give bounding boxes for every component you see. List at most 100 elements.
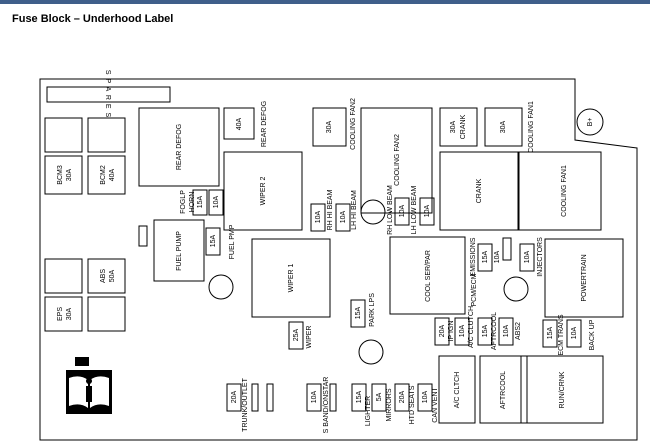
cooling-fan1-fuse-label: COOLING FAN1 (528, 101, 535, 153)
cooling-fan1-fuse-amp: 30A (500, 120, 507, 133)
lighter-amp: 15A (356, 390, 363, 403)
fuse-puller-4 (503, 276, 529, 302)
fuel-pmp-label: FUEL PMP (229, 224, 236, 259)
spare-slot-3 (329, 383, 337, 412)
ip-ign-amp: 20A (439, 324, 446, 337)
crank-relay (439, 151, 519, 231)
manual-book-icon (66, 357, 112, 414)
htd-seats-amp: 20A (399, 390, 406, 403)
ac-clutch-relay (438, 355, 476, 424)
rh-low-beam-fuse (394, 197, 410, 226)
pcm-ecm-amp: 10A (494, 250, 501, 263)
abs2-fuse (498, 317, 514, 346)
emissions-amp: 15A (482, 250, 489, 263)
fuel-pump-relay-label: FUEL PUMP (176, 231, 183, 271)
page-title: Fuse Block – Underhood Label (12, 13, 174, 25)
ac-clutch-amp: 10A (459, 324, 466, 337)
rear-defog-fuse-label: REAR DEFOG (261, 101, 268, 147)
wiper-fuse (288, 321, 304, 350)
trunk-outlet-amp: 20A (231, 390, 238, 403)
rear-defog-relay-label: REAR DEFOG (176, 124, 183, 170)
lh-low-beam-fuse (419, 197, 435, 226)
emissions-fuse (477, 243, 493, 272)
spare-slot-2 (266, 383, 274, 412)
top-accent-bar (0, 0, 650, 4)
wiper-1-relay-label: WIPER 1 (288, 264, 295, 293)
ip-ign-fuse (434, 317, 450, 346)
spare-slot-1 (251, 383, 259, 412)
rh-low-beam-amp: 10A (399, 204, 406, 217)
rear-defog-fuse (223, 107, 255, 140)
wiper-2-relay-label: WIPER 2 (260, 177, 267, 206)
trunk-outlet-label: TRUNK/OUTLET (242, 377, 249, 431)
cooling-fan1-fuse (484, 107, 523, 147)
cooling-fan2-fuse-label: COOLING FAN2 (350, 98, 357, 150)
park-lps-amp: 15A (355, 306, 362, 319)
bcm2-amp: 40A (109, 168, 116, 181)
eps-fuse (44, 296, 83, 332)
left-mid-fuse (44, 258, 83, 294)
powertrain-relay-label: POWERTRAIN (581, 254, 588, 301)
cooling-fan1-relay-label: COOLING FAN1 (561, 165, 568, 217)
aftrcool-relay (479, 355, 528, 424)
wiper-1-relay (251, 238, 331, 318)
run-crnk-relay-label: RUN/CRNK (559, 371, 566, 408)
bcm3-amp: 30A (66, 168, 73, 181)
run-crnk-relay (520, 355, 604, 424)
s-band-fuse (306, 383, 322, 412)
horn-fuse (208, 189, 224, 216)
crank-fuse (439, 107, 478, 147)
emissions-label: EMISSIONS (470, 237, 477, 276)
rh-hi-beam-label: RH HI BEAM (327, 189, 334, 230)
aftrcool-amp: 15A (482, 324, 489, 337)
cooling-fan2-fuse (312, 107, 347, 147)
spares-strip (46, 86, 171, 103)
abs-fuse (87, 258, 126, 294)
can-vent-fuse (417, 383, 433, 412)
cool-ser-par-relay-label: COOL SER/PAR (425, 250, 432, 302)
pcm-ecm-label: PCM/ECM (471, 273, 478, 306)
bcm3-label: BCM3 (57, 165, 64, 185)
horn-amp: 10A (213, 195, 220, 208)
back-up-label: BACK UP (589, 319, 596, 350)
lh-low-beam-amp: 10A (424, 204, 431, 217)
fuse-puller-2 (360, 199, 386, 225)
lh-hi-beam-fuse (335, 203, 351, 232)
park-lps-label: PARK LPS (369, 293, 376, 327)
injectors-label: INJECTORS (537, 237, 544, 277)
can-vent-label: CAN VENT (432, 387, 439, 423)
abs2-label: ABS2 (515, 322, 522, 340)
fuse-puller-1 (208, 274, 234, 300)
fuse-puller-3 (358, 339, 384, 365)
abs-amp: 50A (109, 269, 116, 282)
can-vent-amp: 10A (422, 390, 429, 403)
crank-fuse-label: CRANK (460, 114, 467, 139)
cooling-fan1-relay (518, 151, 602, 231)
ip-ign-label: IP IGN (448, 321, 455, 342)
mirrors-fuse (371, 383, 387, 412)
ac-clutch-label: A/C CLUTCH (468, 306, 475, 348)
s-band-amp: 10A (311, 390, 318, 403)
bcm2-label: BCM2 (100, 165, 107, 185)
fuel-pmp-amp: 15A (210, 234, 217, 247)
injectors-fuse (519, 243, 535, 272)
lh-hi-beam-amp: 10A (340, 210, 347, 223)
ac-clutch-fuse (454, 317, 470, 346)
lh-hi-beam-label: LH HI BEAM (351, 190, 358, 230)
htd-seats-label: HTD SEATS (409, 385, 416, 424)
battery-terminal (576, 108, 604, 136)
rear-defog-fuse-amp: 40A (236, 117, 243, 130)
mirrors-label: MIRRORS (386, 388, 393, 421)
mirrors-amp: 5A (376, 392, 383, 401)
foglp-fuse (192, 189, 208, 216)
bcm3-fuse (44, 155, 83, 195)
wiper-2-relay (223, 151, 303, 231)
cool-ser-par-relay (389, 236, 466, 315)
cooling-fan2-relay-label: COOLING FAN2 (394, 134, 401, 186)
small-blade-fuse (138, 225, 148, 247)
battery-label: B+ (587, 118, 594, 127)
fuse-block-outline (39, 78, 638, 441)
injectors-amp: 10A (524, 250, 531, 263)
park-lps-fuse (350, 299, 366, 328)
